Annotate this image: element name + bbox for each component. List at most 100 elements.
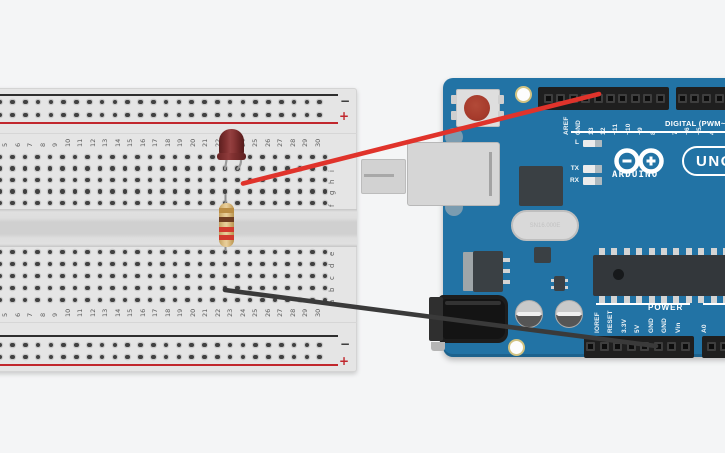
breadboard-hole[interactable] [135, 273, 140, 279]
breadboard-hole[interactable] [297, 154, 303, 160]
breadboard-hole[interactable] [297, 189, 303, 194]
pin-socket-digital[interactable] [702, 94, 712, 103]
breadboard-hole[interactable] [85, 249, 90, 255]
breadboard-hole[interactable] [10, 200, 15, 206]
breadboard-hole[interactable] [60, 273, 65, 279]
breadboard-hole[interactable] [47, 154, 53, 160]
breadboard-hole[interactable] [97, 154, 103, 160]
breadboard-rail-hole[interactable] [189, 99, 194, 105]
breadboard-hole[interactable] [247, 273, 253, 279]
breadboard-hole[interactable] [147, 297, 153, 303]
breadboard-hole[interactable] [135, 261, 140, 267]
breadboard-rail-hole[interactable] [291, 112, 297, 118]
breadboard-hole[interactable] [47, 249, 53, 255]
breadboard-hole[interactable] [310, 154, 315, 160]
breadboard-hole[interactable] [285, 154, 290, 160]
breadboard-hole[interactable] [0, 297, 3, 303]
breadboard-rail-hole[interactable] [240, 99, 246, 105]
breadboard-hole[interactable] [185, 261, 190, 267]
breadboard-hole[interactable] [310, 177, 315, 183]
breadboard-hole[interactable] [272, 200, 278, 206]
breadboard-hole[interactable] [285, 273, 290, 279]
breadboard-hole[interactable] [60, 297, 65, 303]
breadboard-rail-hole[interactable] [253, 354, 258, 360]
breadboard-hole[interactable] [147, 285, 153, 291]
breadboard-rail-hole[interactable] [189, 112, 194, 118]
breadboard-rail-hole[interactable] [87, 354, 92, 360]
breadboard-hole[interactable] [22, 200, 28, 206]
breadboard-rail-hole[interactable] [240, 342, 246, 348]
breadboard-hole[interactable] [22, 249, 28, 255]
breadboard-rail-hole[interactable] [125, 99, 130, 105]
breadboard-rail-hole[interactable] [112, 354, 118, 360]
pin-socket-digital[interactable] [618, 94, 628, 103]
breadboard-hole[interactable] [197, 166, 203, 171]
breadboard-rail-hole[interactable] [23, 354, 28, 360]
breadboard-hole[interactable] [35, 177, 40, 183]
breadboard-rail-hole[interactable] [266, 112, 271, 118]
breadboard-hole[interactable] [135, 166, 140, 171]
breadboard-rail-hole[interactable] [35, 354, 41, 360]
breadboard-hole[interactable] [0, 166, 3, 171]
breadboard-hole[interactable] [247, 200, 253, 206]
breadboard-rail-hole[interactable] [99, 354, 105, 360]
breadboard-hole[interactable] [85, 273, 90, 279]
breadboard-rail-hole[interactable] [74, 342, 79, 348]
breadboard-hole[interactable] [35, 285, 40, 291]
breadboard-hole[interactable] [185, 273, 190, 279]
breadboard-rail-hole[interactable] [74, 354, 79, 360]
breadboard-hole[interactable] [197, 200, 203, 206]
breadboard-hole[interactable] [85, 177, 90, 183]
breadboard-hole[interactable] [260, 285, 265, 291]
breadboard-hole[interactable] [310, 249, 315, 255]
breadboard-hole[interactable] [110, 200, 115, 206]
breadboard-hole[interactable] [35, 249, 40, 255]
breadboard-rail-hole[interactable] [23, 99, 28, 105]
breadboard-hole[interactable] [47, 166, 53, 171]
breadboard-hole[interactable] [247, 154, 253, 160]
breadboard-hole[interactable] [272, 166, 278, 171]
breadboard-rail-hole[interactable] [99, 99, 105, 105]
breadboard-rail-hole[interactable] [125, 112, 130, 118]
breadboard-hole[interactable] [72, 200, 78, 206]
breadboard-hole[interactable] [172, 297, 178, 303]
breadboard-hole[interactable] [222, 189, 228, 194]
breadboard-hole[interactable] [35, 261, 40, 267]
breadboard-rail-hole[interactable] [291, 354, 297, 360]
breadboard-hole[interactable] [197, 249, 203, 255]
breadboard-rail-hole[interactable] [291, 342, 297, 348]
breadboard-hole[interactable] [135, 249, 140, 255]
breadboard-rail-hole[interactable] [0, 342, 2, 348]
breadboard-rail-hole[interactable] [151, 112, 156, 118]
breadboard-hole[interactable] [197, 189, 203, 194]
breadboard-rail-hole[interactable] [202, 99, 207, 105]
breadboard-hole[interactable] [110, 273, 115, 279]
breadboard-rail-hole[interactable] [35, 112, 41, 118]
breadboard-hole[interactable] [310, 166, 315, 171]
breadboard-rail-hole[interactable] [227, 342, 233, 348]
breadboard-rail-hole[interactable] [279, 342, 284, 348]
breadboard-hole[interactable] [222, 273, 228, 279]
breadboard-rail-hole[interactable] [163, 342, 169, 348]
breadboard-hole[interactable] [247, 285, 253, 291]
breadboard-hole[interactable] [210, 177, 215, 183]
breadboard-rail-hole[interactable] [112, 99, 118, 105]
breadboard-hole[interactable] [22, 273, 28, 279]
breadboard-hole[interactable] [110, 166, 115, 171]
breadboard-hole[interactable] [22, 261, 28, 267]
breadboard-hole[interactable] [60, 166, 65, 171]
breadboard-hole[interactable] [272, 261, 278, 267]
breadboard-hole[interactable] [172, 285, 178, 291]
breadboard-hole[interactable] [60, 189, 65, 194]
breadboard-rail-hole[interactable] [10, 342, 15, 348]
breadboard-rail-hole[interactable] [227, 112, 233, 118]
breadboard-hole[interactable] [322, 166, 328, 171]
breadboard-rail-hole[interactable] [240, 354, 246, 360]
breadboard-hole[interactable] [35, 189, 40, 194]
breadboard-rail-hole[interactable] [138, 112, 143, 118]
breadboard-hole[interactable] [322, 200, 328, 206]
breadboard-hole[interactable] [72, 177, 78, 183]
breadboard-rail-hole[interactable] [48, 354, 54, 360]
breadboard-rail-hole[interactable] [227, 99, 233, 105]
breadboard-hole[interactable] [197, 177, 203, 183]
